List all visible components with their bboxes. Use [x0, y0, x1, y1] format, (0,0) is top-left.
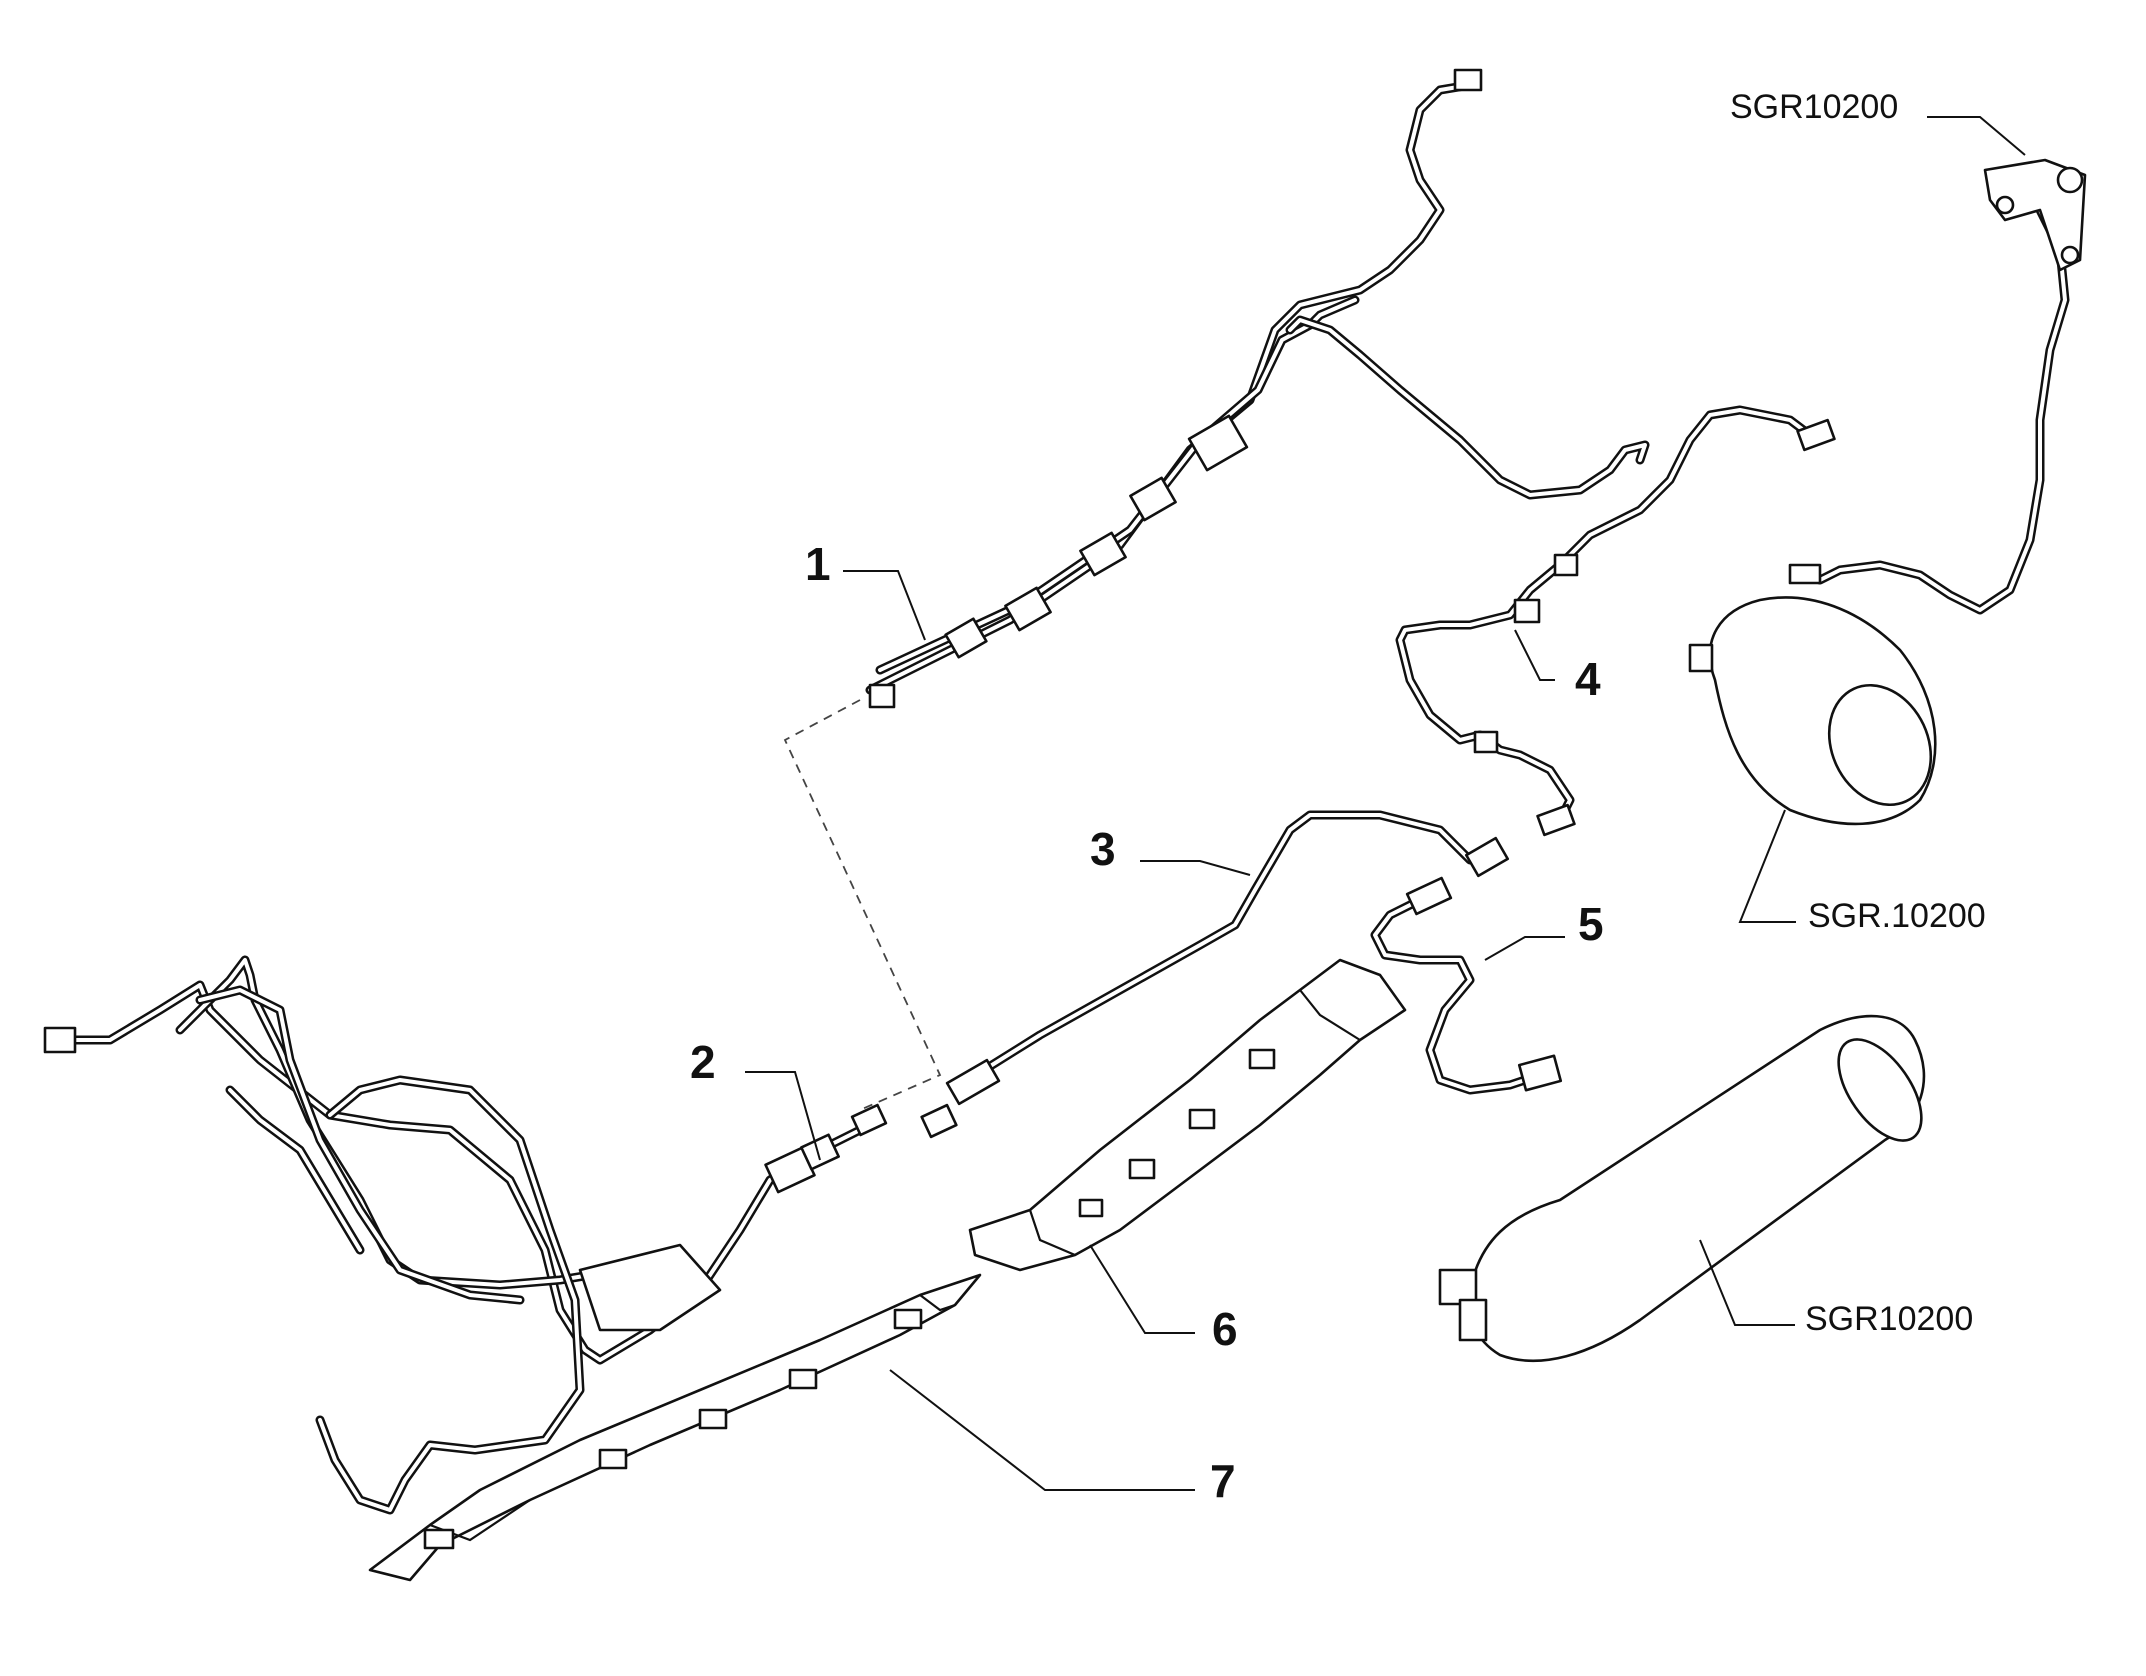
pipe-3-end	[1464, 836, 1510, 878]
large-tank-valve	[1438, 1268, 1478, 1306]
leader-lines	[745, 116, 2026, 1491]
leader-4	[1514, 629, 1555, 681]
connector-left	[43, 1026, 77, 1054]
pipe-clip-1	[1187, 414, 1249, 472]
cover-7-tab-4	[788, 1368, 818, 1390]
label-2: 2	[690, 1036, 716, 1088]
label-ref-top: SGR10200	[1730, 88, 1898, 126]
connector-top	[1453, 68, 1483, 92]
label-3: 3	[1090, 823, 1116, 875]
pipe-clip-3	[1079, 531, 1127, 577]
pipe-bundle-1	[865, 68, 1650, 709]
cover-6	[968, 958, 1407, 1272]
pipe-4-end-2	[1536, 803, 1576, 837]
cover-6-tab-3	[1128, 1158, 1156, 1180]
leader-1	[843, 570, 926, 641]
large-tank-end	[1837, 1038, 1923, 1142]
leader-7	[889, 1369, 1195, 1491]
label-6: 6	[1212, 1303, 1238, 1355]
pipe-4-clip-1	[1513, 598, 1541, 624]
pipe-3-nut	[945, 1058, 1001, 1106]
label-4: 4	[1575, 653, 1601, 705]
pipe-end-fitting-2	[850, 1103, 888, 1137]
large-tank-valve-stem	[1458, 1298, 1488, 1342]
cover-6-tab-2	[1188, 1108, 1216, 1130]
leader-6	[1089, 1244, 1195, 1334]
pipe-clip-4	[1004, 586, 1052, 632]
leader-ref-top	[1927, 116, 2026, 156]
pipe-5-bottom-fitting	[1517, 1054, 1563, 1092]
leader-5	[1484, 936, 1565, 961]
bracket-fitting	[2056, 166, 2084, 194]
pipe-end-fitting-3	[920, 1103, 958, 1139]
pipe-clip-2	[1129, 476, 1177, 522]
cover-7	[368, 1273, 982, 1582]
pipe-4-end	[1796, 418, 1836, 452]
connection-dashed-line	[783, 699, 942, 1111]
pipe-5-top-fitting	[1405, 876, 1453, 916]
pipe-end-fitting	[868, 683, 896, 709]
cover-7-tab-1	[423, 1528, 455, 1550]
pipe-5	[1370, 876, 1563, 1095]
pipe-3	[945, 810, 1510, 1106]
sgr-bracket-pipe	[1788, 158, 2087, 615]
label-7: 7	[1210, 1455, 1236, 1507]
leader-ref-bottom	[1699, 1239, 1795, 1326]
label-5: 5	[1578, 898, 1604, 950]
labels: 1 2 3 4 5 6 7 SGR10200 SGR.10200 SGR1020…	[690, 88, 1986, 1507]
pipe-4	[1395, 405, 1836, 837]
small-tank-end	[1827, 683, 1933, 807]
label-1: 1	[805, 538, 831, 590]
pipe-bundle-2	[43, 955, 958, 1515]
pipe-4-clip-3	[1473, 730, 1499, 754]
cover-6-tab-1	[1248, 1048, 1276, 1070]
cover-7-tab-2	[598, 1448, 628, 1470]
pipe-clip-5	[944, 617, 988, 659]
label-ref-mid: SGR.10200	[1808, 897, 1986, 935]
leader-3	[1140, 860, 1251, 876]
cover-7-tab-3	[698, 1408, 728, 1430]
label-ref-bottom: SGR10200	[1805, 1300, 1973, 1338]
bracket-hole-2	[2060, 245, 2080, 265]
small-tank	[1688, 596, 1937, 826]
cover-7-tab-5	[893, 1308, 923, 1330]
large-tank	[1438, 1014, 1926, 1363]
bracket-hole-1	[1995, 195, 2015, 215]
cover-6-tab-4	[1078, 1198, 1104, 1218]
small-tank-valve	[1688, 643, 1714, 673]
pipe-end-nozzle	[1788, 563, 1822, 585]
mounting-bracket	[578, 1243, 722, 1332]
pipe-4-clip-2	[1553, 553, 1579, 577]
leader-2	[745, 1071, 821, 1161]
leader-ref-mid	[1738, 809, 1796, 923]
